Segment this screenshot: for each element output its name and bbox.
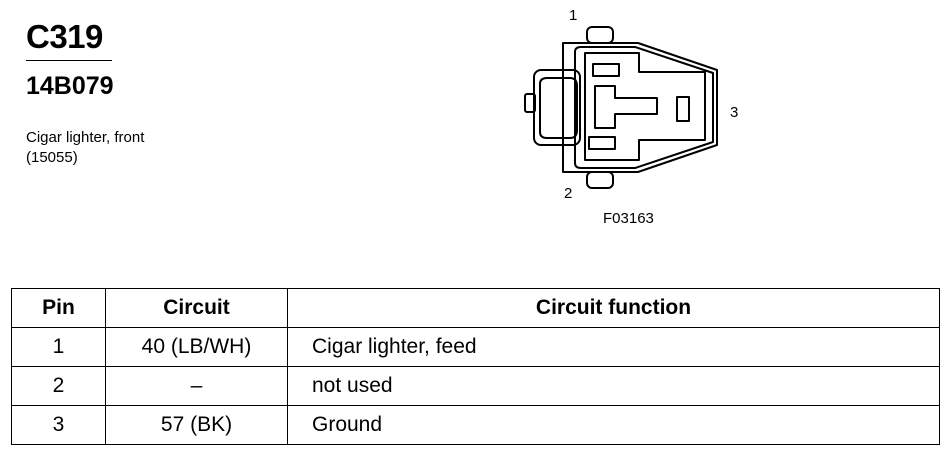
part-number: 14B079 (26, 72, 114, 100)
pin-2-label: 2 (564, 185, 572, 202)
pin-number: 3 (11, 405, 106, 445)
circuit-code: – (105, 366, 288, 406)
header-pin: Pin (11, 288, 106, 328)
latch-tab-bottom (586, 171, 614, 189)
circuit-function: Ground (287, 405, 940, 445)
circuit-code: 40 (LB/WH) (105, 327, 288, 367)
cavity-frame (584, 52, 706, 161)
connector-face-diagram: 1 2 3 F03163 (524, 7, 738, 227)
pin-1-terminal (592, 63, 620, 77)
circuit-function: Cigar lighter, feed (287, 327, 940, 367)
figure-code: F03163 (603, 210, 654, 227)
connector-description: Cigar lighter, front (15055) (26, 128, 144, 168)
table-row: 1 40 (LB/WH) Cigar lighter, feed (11, 327, 940, 367)
header-circuit: Circuit (105, 288, 288, 328)
pin-2-terminal (588, 136, 616, 150)
description-name: Cigar lighter, front (26, 129, 145, 146)
latch-tab-top (586, 26, 614, 44)
pin-3-label: 3 (730, 104, 738, 121)
circuit-code: 57 (BK) (105, 405, 288, 445)
table-row: 2 – not used (11, 366, 940, 406)
pin-number: 1 (11, 327, 106, 367)
connector-body (562, 42, 718, 173)
connector-inner-frame (574, 46, 714, 169)
pin-number: 2 (11, 366, 106, 406)
inner-contour-left (539, 77, 578, 139)
connector-id: C319 (26, 18, 103, 55)
center-terminal (594, 85, 658, 129)
pin-3-terminal (676, 96, 690, 122)
title-divider (26, 60, 112, 61)
circuit-function: not used (287, 366, 940, 406)
left-stub (524, 93, 536, 113)
table-header-row: Pin Circuit Circuit function (11, 288, 940, 328)
table-row: 3 57 (BK) Ground (11, 405, 940, 445)
pinout-table: Pin Circuit Circuit function 1 40 (LB/WH… (11, 288, 940, 445)
pin-1-label: 1 (569, 7, 577, 24)
header-circuit-function: Circuit function (287, 288, 940, 328)
description-code: (15055) (26, 149, 78, 166)
